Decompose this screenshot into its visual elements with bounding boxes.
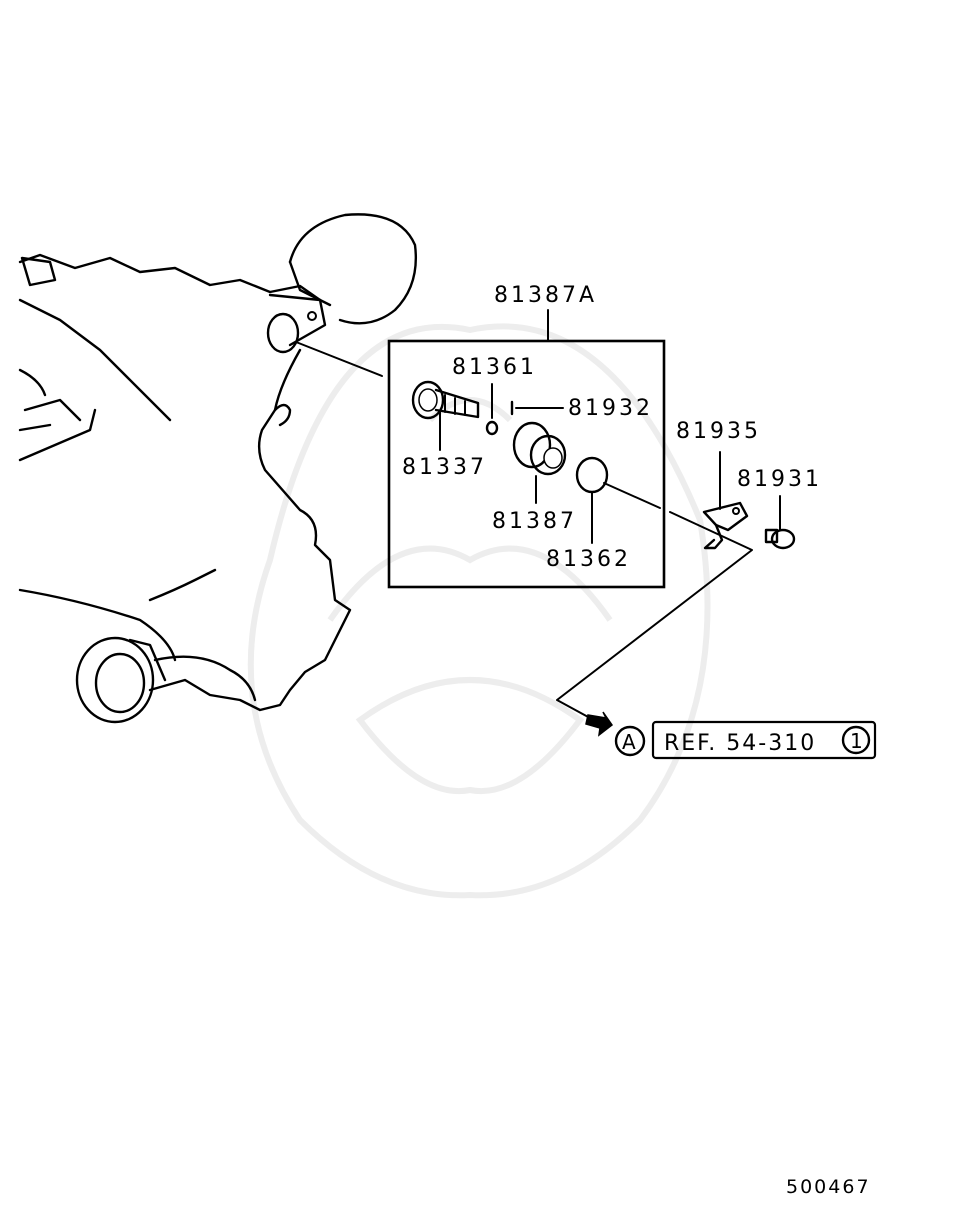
leader-oring-to-bracket <box>603 482 661 509</box>
transmission-housing <box>18 213 417 724</box>
reference-sub-marker-circle <box>841 725 871 755</box>
part-81935-bracket <box>702 501 749 550</box>
part-81387-driven-gear <box>512 421 567 476</box>
leader-housing-to-gear <box>295 341 383 377</box>
label-81361: 81361 <box>452 355 537 380</box>
label-81362: 81362 <box>546 547 631 572</box>
label-81935: 81935 <box>676 419 761 444</box>
label-81337: 81337 <box>402 455 487 480</box>
part-81362-o-ring <box>575 456 609 494</box>
diagram-number: 500467 <box>786 1176 871 1198</box>
reference-marker-circle <box>614 725 646 757</box>
label-81387A: 81387A <box>494 283 597 308</box>
reference-arrow-icon <box>585 711 614 737</box>
reference-box <box>651 720 877 760</box>
part-81337-gear-shaft <box>411 380 480 420</box>
part-81931-bolt <box>764 528 796 550</box>
reference-leader-path <box>556 511 753 719</box>
reference-marker: A <box>622 730 636 754</box>
reference-text: REF. 54-310 <box>664 731 816 756</box>
label-81387: 81387 <box>492 509 577 534</box>
label-81932: 81932 <box>568 396 653 421</box>
part-81361-o-ring <box>485 420 499 436</box>
kit-box <box>387 339 666 589</box>
reference-sub-marker: 1 <box>850 729 863 753</box>
label-81931: 81931 <box>737 467 822 492</box>
